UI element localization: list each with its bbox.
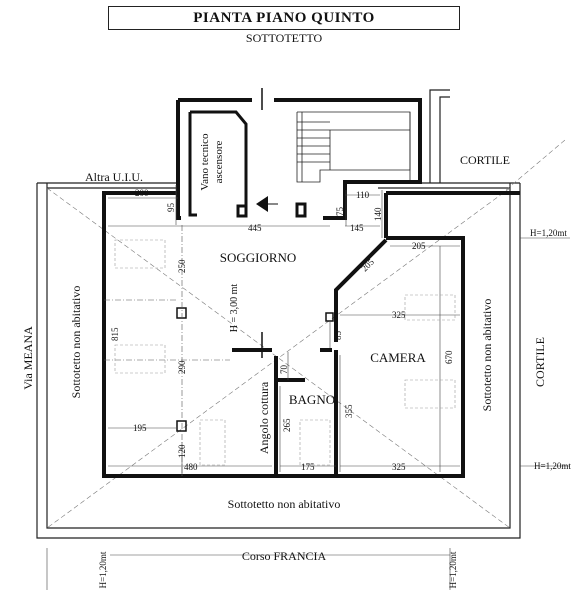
height-label-right-top: H=1,20mt <box>530 228 567 238</box>
pillar <box>176 307 187 319</box>
label-via-meana: Via MEANA <box>21 326 35 390</box>
dim-265: 265 <box>282 418 292 432</box>
dim-110: 110 <box>356 190 370 200</box>
dim-95: 95 <box>166 203 176 213</box>
room-label-sottotetto-right: Sottotetto non abitativo <box>480 299 494 412</box>
pillar <box>325 312 334 322</box>
room-label-camera: CAMERA <box>370 350 426 365</box>
label-altra-uiu: Altra U.I.U. <box>85 170 143 184</box>
dim-670: 670 <box>444 350 454 364</box>
room-label-bagno: BAGNO <box>289 392 335 407</box>
room-label-sottotetto-bottom: Sottotetto non abitativo <box>228 497 341 511</box>
dim-325-top: 325 <box>392 310 406 320</box>
dim-70: 70 <box>279 365 289 375</box>
label-cortile-right: CORTILE <box>533 337 547 387</box>
dim-205-top: 205 <box>412 241 426 251</box>
dim-355: 355 <box>344 404 354 418</box>
dim-120: 120 <box>177 444 187 458</box>
vano-tecnico-walls <box>188 110 307 218</box>
label-corso-francia: Corso FRANCIA <box>242 549 327 563</box>
plan-title: PIANTA PIANO QUINTO <box>193 9 375 26</box>
dim-445: 445 <box>248 223 262 233</box>
roof-pitch-lines <box>46 139 566 529</box>
height-label-right-bottom: H=1,20mt <box>534 461 571 471</box>
height-label-bottom-right: H=1,20mt <box>448 551 458 588</box>
dim-250: 250 <box>177 259 187 273</box>
roof-perimeter <box>36 89 521 539</box>
dim-205-diag: 205 <box>359 256 376 273</box>
pillar <box>176 420 187 432</box>
dim-325-bottom: 325 <box>392 462 406 472</box>
dim-140: 140 <box>373 207 383 221</box>
dim-145: 145 <box>350 223 364 233</box>
dim-175: 175 <box>301 462 315 472</box>
apartment-walls <box>102 98 520 478</box>
furniture-outlines <box>114 239 456 466</box>
room-label-angolo-cottura: Angolo cottura <box>257 381 271 454</box>
room-label-soggiorno: SOGGIORNO <box>220 250 297 265</box>
title-box: PIANTA PIANO QUINTO <box>108 6 460 30</box>
dim-200: 200 <box>135 188 149 198</box>
dim-85: 85 <box>333 331 343 341</box>
pillars <box>176 307 334 432</box>
height-label-bottom-left: H=1,20mt <box>98 551 108 588</box>
dim-195: 195 <box>133 423 147 433</box>
dimension-lines <box>46 185 570 590</box>
label-cortile-top: CORTILE <box>460 153 510 167</box>
section-marker-icon <box>256 88 278 358</box>
plan-subtitle: SOTTOTETTO <box>245 31 323 45</box>
dimension-labels: 200 95 445 110 75 140 145 205 205 250 81… <box>110 188 454 472</box>
room-label-sottotetto-left: Sottotetto non abitativo <box>69 286 83 399</box>
height-label-center: H = 3,00 mt <box>229 284 240 333</box>
dim-75: 75 <box>335 207 345 217</box>
dim-290: 290 <box>177 360 187 374</box>
dim-480: 480 <box>184 462 198 472</box>
stairwell <box>296 111 411 183</box>
beam-lines <box>104 225 230 476</box>
room-label-ascensore: ascensore <box>213 141 225 184</box>
room-label-vano-tecnico: Vano tecnico <box>199 133 211 191</box>
dim-815: 815 <box>110 327 120 341</box>
